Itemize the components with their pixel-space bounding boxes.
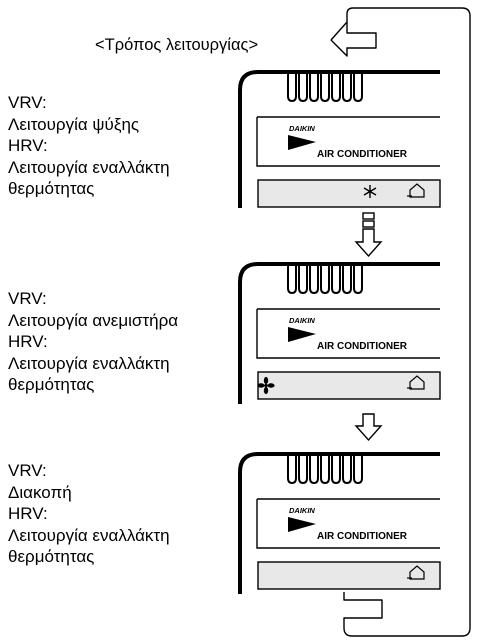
mode-2-line-5: θερμότητας <box>8 375 95 394</box>
mode-2-line-4: Λειτουργία εναλλάκτη <box>8 353 170 373</box>
daikin-logo-1: DAIKIN AIR CONDITIONER <box>288 124 408 160</box>
svg-text:AIR CONDITIONER: AIR CONDITIONER <box>317 341 408 352</box>
svg-text:DAIKIN: DAIKIN <box>289 316 315 325</box>
fan-icon <box>257 376 275 395</box>
panel-1-vent <box>287 72 363 103</box>
mode-3-line-4: Λειτουργία εναλλάκτη <box>8 525 170 545</box>
mode-3-description: VRV: Διακοπή HRV: Λειτουργία εναλλάκτη θ… <box>8 460 170 568</box>
down-arrow-2 <box>354 413 383 442</box>
house-icon <box>407 375 425 390</box>
house-icon <box>407 565 425 580</box>
cycle-loop-arrow <box>330 7 471 637</box>
mode-3-line-1: VRV: <box>8 461 47 480</box>
mode-1-line-4: Λειτουργία εναλλάκτη <box>8 157 170 177</box>
mode-3-line-3: HRV: <box>8 504 48 523</box>
remote-panel-3 <box>238 452 441 594</box>
panel-3-vent <box>287 454 363 485</box>
panel-2-vent <box>287 264 363 295</box>
daikin-logo-2: DAIKIN AIR CONDITIONER <box>288 316 408 352</box>
mode-1-line-3: HRV: <box>8 136 48 155</box>
mode-2-line-3: HRV: <box>8 332 48 351</box>
diagram-title: <Τρόπος λειτουργίας> <box>95 36 259 54</box>
mode-1-line-2: Λειτουργία ψύξης <box>8 114 140 134</box>
mode-3-line-2: Διακοπή <box>8 482 72 502</box>
svg-text:DAIKIN: DAIKIN <box>289 124 315 133</box>
mode-1-description: VRV: Λειτουργία ψύξης HRV: Λειτουργία εν… <box>8 92 170 200</box>
down-arrow-1 <box>354 212 383 258</box>
mode-2-line-2: Λειτουργία ανεμιστήρα <box>8 310 179 330</box>
mode-2-description: VRV: Λειτουργία ανεμιστήρα HRV: Λειτουργ… <box>8 288 178 396</box>
mode-3-line-5: θερμότητας <box>8 547 95 566</box>
mode-1-line-1: VRV: <box>8 93 47 112</box>
daikin-logo-3: DAIKIN AIR CONDITIONER <box>288 506 408 542</box>
svg-text:AIR CONDITIONER: AIR CONDITIONER <box>317 149 408 160</box>
snowflake-icon <box>363 185 377 198</box>
mode-2-line-1: VRV: <box>8 289 47 308</box>
house-icon <box>407 183 425 198</box>
svg-text:DAIKIN: DAIKIN <box>289 506 315 515</box>
remote-panel-1 <box>238 70 441 208</box>
svg-text:AIR CONDITIONER: AIR CONDITIONER <box>317 531 408 542</box>
mode-1-line-5: θερμότητας <box>8 179 95 198</box>
